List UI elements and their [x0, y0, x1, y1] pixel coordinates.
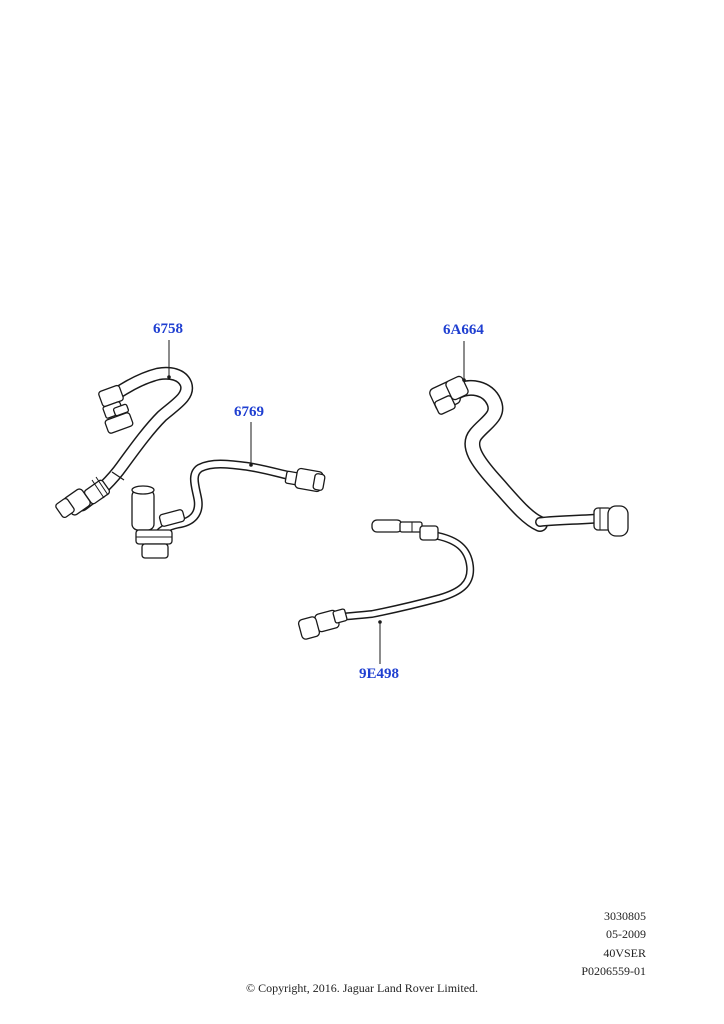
leader-dot-6A664	[462, 378, 466, 382]
callout-9E498[interactable]: 9E498	[359, 666, 400, 682]
copyright-notice: © Copyright, 2016. Jaguar Land Rover Lim…	[245, 981, 479, 995]
pipe-6769[interactable]	[131, 459, 326, 559]
connector-6769-valve	[131, 485, 186, 559]
connector-6758-upper	[98, 384, 134, 434]
meta-code: 3030805	[604, 909, 646, 923]
leader-dot-6758	[167, 375, 171, 379]
hose-6758[interactable]	[55, 366, 194, 519]
leader-dot-6769	[249, 463, 253, 467]
connector-6758-lower	[55, 476, 111, 519]
fitting-9E498-upper	[371, 519, 439, 541]
leader-lines	[167, 340, 466, 664]
hose-6A664[interactable]	[428, 375, 629, 537]
meta-date: 05-2009	[606, 927, 646, 941]
connector-6A664-right	[593, 505, 629, 537]
meta-series: 40VSER	[603, 946, 646, 960]
connector-6A664-upper	[429, 375, 469, 415]
callout-6769[interactable]: 6769	[234, 404, 264, 420]
connector-9E498-lower	[297, 608, 348, 640]
meta-ref: P0206559-01	[581, 964, 646, 978]
pipe-9E498[interactable]	[297, 519, 475, 640]
callout-6758[interactable]: 6758	[153, 321, 183, 337]
connector-6769-right	[284, 467, 326, 493]
leader-dot-9E498	[378, 620, 382, 624]
callout-6A664[interactable]: 6A664	[443, 322, 484, 338]
